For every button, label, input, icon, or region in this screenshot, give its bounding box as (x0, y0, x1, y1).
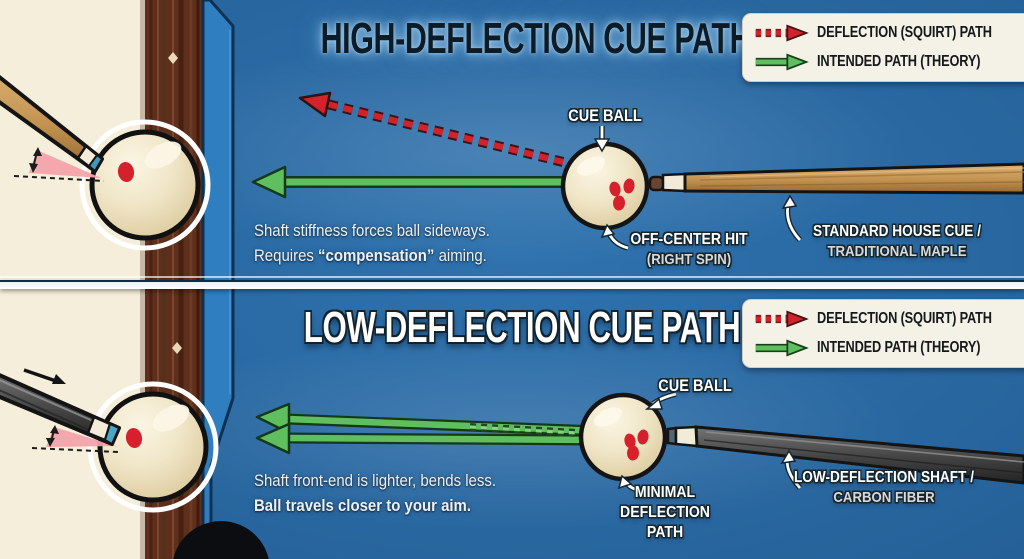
note-high-line1: Shaft stiffness forces ball sideways. (254, 221, 490, 240)
pointer-arrow-house-cue (781, 194, 803, 242)
panel-title-low-deflection: LOW-DEFLECTION CUE PATH (303, 304, 741, 352)
intended-arrow-high (251, 165, 575, 199)
panel-divider (0, 280, 1024, 289)
intended-arrow-low (255, 402, 599, 437)
rail-diamond-markers (168, 52, 182, 354)
legend-label: DEFLECTION (SQUIRT) PATH (817, 310, 992, 327)
minimal-line2: DEFLECTION (620, 504, 710, 521)
carbon-shaft-callout: LOW-DEFLECTION SHAFT / CARBON FIBER (783, 469, 985, 507)
note-low-line1: Shaft front-end is lighter, bends less. (254, 471, 496, 490)
closeup-inset-background (0, 0, 145, 559)
deflection-arrow-high (298, 91, 565, 167)
note-low: Shaft front-end is lighter, bends less. … (254, 469, 496, 518)
legend-label: DEFLECTION (SQUIRT) PATH (817, 24, 992, 41)
legend-item-deflection: DEFLECTION (SQUIRT) PATH (753, 306, 1024, 332)
legend-item-intended: INTENDED PATH (THEORY) (753, 49, 1024, 75)
pointer-arrow-cue-ball-high (593, 126, 611, 153)
pointer-arrow-minimal-path (617, 474, 641, 494)
legend-high: DEFLECTION (SQUIRT) PATH INTENDED PATH (… (742, 13, 1024, 82)
legend-item-intended: INTENDED PATH (THEORY) (753, 335, 1024, 361)
panel-title-high-deflection: HIGH-DEFLECTION CUE PATH (320, 15, 752, 63)
pointer-arrow-cue-ball-low (644, 391, 677, 410)
pointer-arrow-off-center (600, 223, 629, 251)
corner-pocket (173, 521, 269, 559)
green-arrow-icon (755, 339, 809, 357)
legend-item-deflection: DEFLECTION (SQUIRT) PATH (753, 20, 1024, 46)
high-deflection-scene (251, 91, 1024, 251)
note-low-line2: Ball travels closer to your aim. (254, 495, 472, 515)
stroke-direction-arrow (23, 368, 66, 384)
cue-ball-callout-high: CUE BALL (568, 107, 642, 125)
cue-ball-callout-low: CUE BALL (658, 377, 732, 395)
house-cue-callout: STANDARD HOUSE CUE / TRADITIONAL MAPLE (796, 223, 998, 261)
note-high-line2: Requires “compensation” aiming. (254, 245, 487, 265)
note-high: Shaft stiffness forces ball sideways. Re… (254, 219, 490, 268)
carbon-shaft-line1: LOW-DEFLECTION SHAFT / (793, 469, 975, 486)
minimal-deflection-callout: MINIMAL DEFLECTION PATH (603, 483, 726, 543)
panel-divider-highlight (0, 276, 1024, 278)
maple-cue (648, 162, 1024, 195)
pointer-arrow-carbon-shaft (780, 449, 803, 490)
carbon-cue (666, 425, 1024, 485)
legend-label: INTENDED PATH (THEORY) (817, 53, 981, 70)
off-center-hit-line2: (RIGHT SPIN) (646, 251, 732, 268)
minimal-line3: PATH (646, 524, 684, 541)
off-center-hit-line1: OFF-CENTER HIT (630, 231, 748, 248)
carbon-shaft-line2: CARBON FIBER (833, 488, 935, 506)
house-cue-line1: STANDARD HOUSE CUE / (813, 223, 981, 240)
house-cue-line2: TRADITIONAL MAPLE (827, 242, 967, 260)
deflection-arrow-low (255, 422, 599, 455)
closeup-low-deflection (0, 368, 219, 513)
green-arrow-icon (755, 53, 809, 71)
minimal-line1: MINIMAL (634, 484, 696, 501)
legend-label: INTENDED PATH (THEORY) (817, 339, 981, 356)
off-center-hit-callout: OFF-CENTER HIT (RIGHT SPIN) (614, 230, 764, 270)
legend-low: DEFLECTION (SQUIRT) PATH INTENDED PATH (… (742, 299, 1024, 368)
red-dashed-arrow-icon (755, 24, 809, 42)
cue-ball-high (560, 141, 650, 231)
red-dashed-arrow-icon (755, 310, 809, 328)
low-deflection-scene (255, 391, 1024, 494)
closeup-high-deflection (0, 75, 211, 251)
